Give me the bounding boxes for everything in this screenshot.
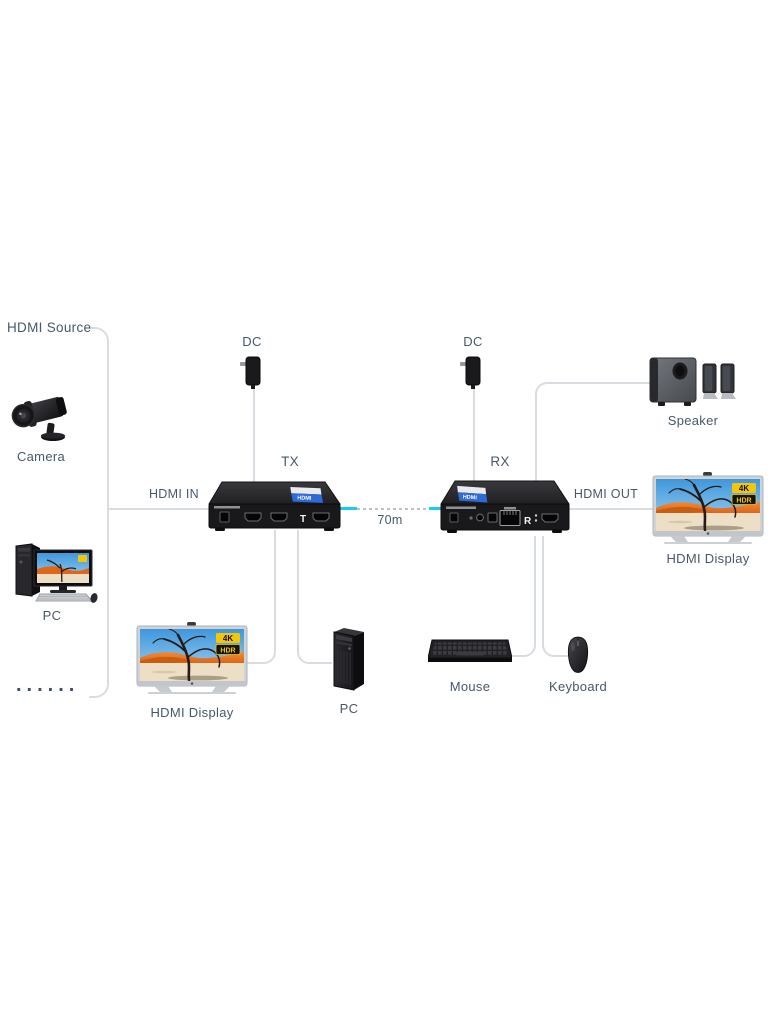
mouse-icon (567, 636, 589, 673)
rx-mouse-line (542, 536, 569, 657)
tx-pc-line (297, 530, 332, 664)
hdmi-out-label: HDMI OUT (573, 487, 639, 501)
svg-text:HDMI: HDMI (463, 494, 478, 501)
rx-dc-cable (473, 388, 475, 484)
rx-sticker: HDMI (457, 485, 488, 503)
pc-tower-icon (333, 628, 364, 691)
speaker-line (535, 382, 653, 485)
link-cable-tx-segment (340, 507, 357, 510)
hdmi-in-line (107, 508, 213, 510)
source-group-bracket (89, 327, 109, 698)
badge-4k-hdr: 4K HDR (215, 633, 241, 655)
tx-dc-adapter-icon (240, 356, 261, 389)
pc-bottom-label: PC (339, 701, 359, 716)
rx-keyboard-line (512, 536, 536, 657)
keyboard-icon (428, 639, 512, 662)
tx-sticker: HDMI (290, 486, 324, 503)
svg-text:4K: 4K (739, 484, 749, 493)
pc-source-icon (15, 543, 98, 603)
hdmi-display-left-label: HDMI Display (150, 705, 234, 720)
hdmi-display-right-icon: 4K HDR (652, 472, 764, 544)
hdmi-source-title: HDMI Source (7, 320, 92, 335)
rx-dc-label: DC (463, 334, 483, 349)
below-rx-right-label: Keyboard (548, 679, 608, 694)
distance-label: 70m (377, 513, 403, 527)
hdmi-display-left-icon: 4K HDR (136, 622, 248, 694)
speaker-icon (649, 357, 736, 406)
tx-dc-cable (253, 388, 255, 486)
rx-dc-adapter-icon (460, 356, 481, 389)
tx-port-letter: T (300, 514, 306, 525)
link-cable-dotted-segment (357, 508, 429, 510)
hdmi-in-label: HDMI IN (148, 487, 199, 501)
rx-device: HDMI R (440, 480, 570, 533)
rx-label: RX (490, 454, 510, 469)
rx-port-letter: R (524, 516, 532, 527)
more-sources-ellipsis: ...... (16, 674, 80, 696)
svg-text:HDR: HDR (220, 648, 235, 655)
tx-dc-label: DC (242, 334, 262, 349)
link-cable-rx-segment (429, 507, 443, 510)
below-rx-left-label: Mouse (449, 679, 491, 694)
hdmi-display-right-label: HDMI Display (666, 551, 750, 566)
camera-label: Camera (16, 449, 66, 464)
pc-source-label: PC (42, 608, 62, 623)
svg-text:HDMI: HDMI (297, 495, 312, 502)
hdmi-out-line (568, 508, 654, 510)
badge-4k-hdr: 4K HDR (731, 483, 757, 505)
speaker-label: Speaker (667, 413, 719, 428)
svg-text:4K: 4K (223, 634, 233, 643)
tx-label: TX (281, 454, 299, 469)
svg-text:HDR: HDR (736, 498, 751, 505)
tx-display-line (247, 530, 276, 664)
camera-icon (11, 397, 67, 441)
tx-device: HDMI T (208, 481, 341, 531)
